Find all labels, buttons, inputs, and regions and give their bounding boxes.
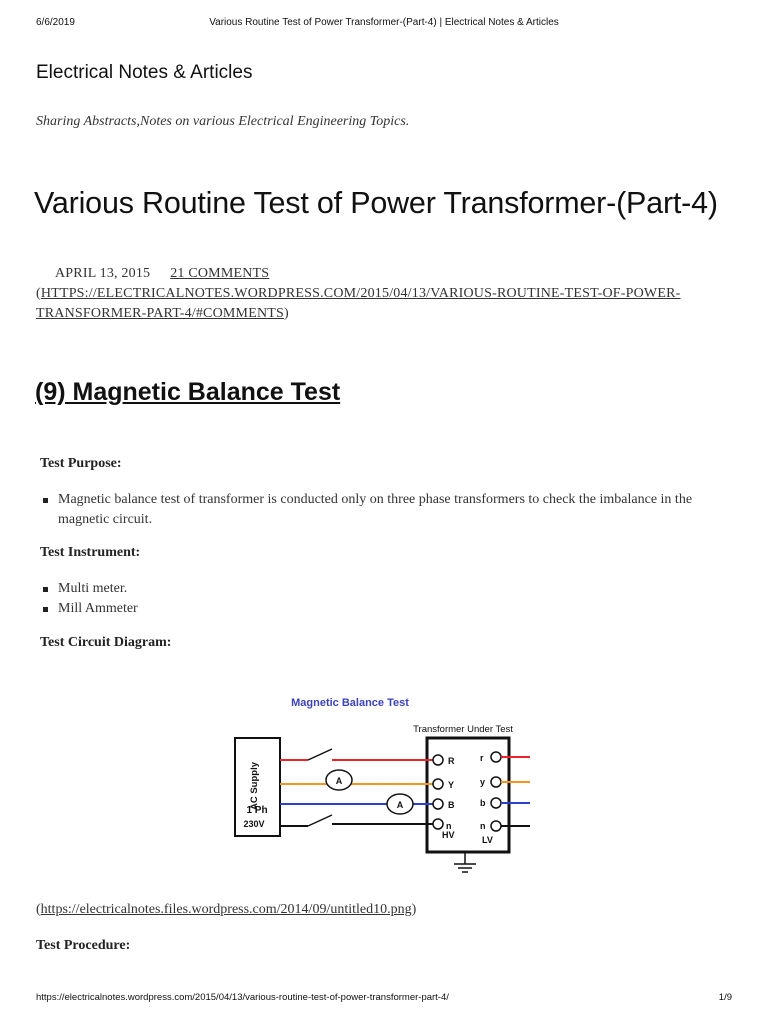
comments-link[interactable]: 21 COMMENTS	[170, 266, 270, 281]
test-circuit-label: Test Circuit Diagram:	[40, 635, 172, 650]
terminal-icon	[490, 776, 502, 788]
test-instrument-label: Test Instrument:	[40, 545, 141, 560]
comments-url-close: )	[284, 306, 289, 321]
print-page-title: Various Routine Test of Power Transforme…	[209, 17, 559, 28]
supply-label: AC Supply	[249, 761, 260, 810]
list-item: Multi meter.	[40, 579, 720, 599]
supply-phase: 1 Ph	[246, 805, 267, 816]
magnetic-balance-test-diagram[interactable]: Magnetic Balance Test Transformer Under …	[220, 690, 540, 880]
terminal-icon	[490, 797, 502, 809]
page-number: 1/9	[718, 992, 732, 1003]
comments-url-link[interactable]: HTTPS://ELECTRICALNOTES.WORDPRESS.COM/20…	[36, 286, 681, 321]
comments-url-open: (	[36, 286, 41, 301]
image-link-open: (	[36, 902, 41, 917]
diagram-title: Magnetic Balance Test	[291, 697, 409, 709]
ammeter-icon	[386, 793, 414, 815]
switch-icon	[307, 814, 333, 827]
lv-label: LV	[482, 835, 493, 845]
terminal-icon	[490, 751, 502, 763]
terminal-icon	[432, 818, 444, 830]
terminal-icon	[490, 820, 502, 832]
supply-voltage: 230V	[243, 819, 264, 829]
ac-supply-box	[234, 737, 281, 837]
image-source-link: (https://electricalnotes.files.wordpress…	[36, 902, 416, 918]
ammeter-label: A	[336, 776, 343, 786]
test-procedure-label: Test Procedure:	[36, 938, 131, 953]
test-purpose-label: Test Purpose:	[40, 456, 122, 471]
section-heading: (9) Magnetic Balance Test	[35, 378, 341, 406]
print-url: https://electricalnotes.wordpress.com/20…	[36, 992, 449, 1003]
lv-terminal-label: r	[480, 753, 484, 763]
test-purpose-list: Magnetic balance test of transformer is …	[40, 490, 720, 530]
hv-terminal-label: n	[446, 821, 452, 831]
test-instrument-list: Multi meter. Mill Ammeter	[40, 579, 720, 619]
terminal-icon	[432, 754, 444, 766]
list-item: Magnetic balance test of transformer is …	[40, 490, 720, 530]
site-tagline: Sharing Abstracts,Notes on various Elect…	[36, 114, 410, 129]
ammeter-icon	[325, 769, 353, 791]
hv-label: HV	[442, 830, 455, 840]
image-url-link[interactable]: https://electricalnotes.files.wordpress.…	[40, 902, 412, 917]
post-date: APRIL 13, 2015	[55, 266, 151, 281]
lv-terminal-label: y	[480, 777, 485, 787]
terminal-icon	[432, 778, 444, 790]
hv-terminal-label: Y	[448, 780, 454, 790]
post-title: Various Routine Test of Power Transforme…	[34, 186, 718, 220]
ammeter-label: A	[397, 800, 404, 810]
diagram-subtitle: Transformer Under Test	[413, 724, 513, 735]
lv-terminal-label: n	[480, 821, 486, 831]
image-link-close: )	[411, 902, 417, 917]
switch-icon	[307, 748, 333, 761]
print-date: 6/6/2019	[36, 17, 75, 28]
post-meta: APRIL 13, 2015 21 COMMENTS (HTTPS://ELECTR…	[36, 264, 736, 324]
list-item: Mill Ammeter	[40, 599, 720, 619]
hv-terminal-label: R	[448, 756, 455, 766]
lv-terminal-label: b	[480, 798, 486, 808]
site-title[interactable]: Electrical Notes & Articles	[36, 62, 253, 83]
hv-terminal-label: B	[448, 800, 455, 810]
terminal-icon	[432, 798, 444, 810]
